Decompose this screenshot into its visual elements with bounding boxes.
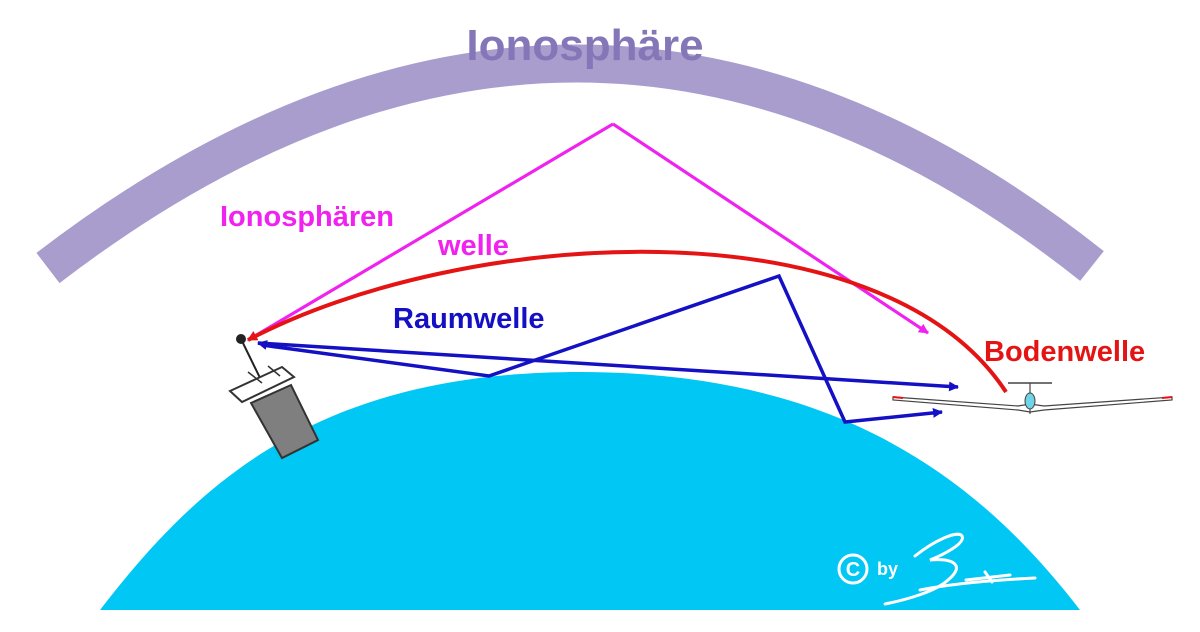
sky-wave-arrow-transmitter: [247, 122, 614, 342]
radio-tower-icon: [228, 334, 320, 460]
copyright-by-text: by: [877, 559, 899, 579]
ionosphere-band: [36, 44, 1104, 284]
space-wave-direct-path: [257, 341, 959, 392]
svg-text:C: C: [846, 559, 860, 581]
earth: [100, 372, 1080, 610]
copyright-icon: C: [837, 553, 869, 585]
sky-wave-label-line-2: welle: [438, 230, 509, 262]
space-wave-label: Raumwelle: [393, 303, 545, 335]
ionosphere-label: Ionosphäre: [466, 21, 704, 70]
signature-logo: [883, 532, 1037, 606]
sky-wave-arrow-receiver: [612, 122, 929, 335]
ground-wave-path: [247, 249, 1008, 394]
ground-wave-label: Bodenwelle: [984, 336, 1146, 368]
glider-icon: [892, 382, 1173, 414]
sky-wave-label-line-1: Ionosphären: [220, 201, 395, 233]
space-wave-zigzag-path: [261, 273, 943, 424]
space-wave-arrow-transmitter: [257, 340, 277, 350]
